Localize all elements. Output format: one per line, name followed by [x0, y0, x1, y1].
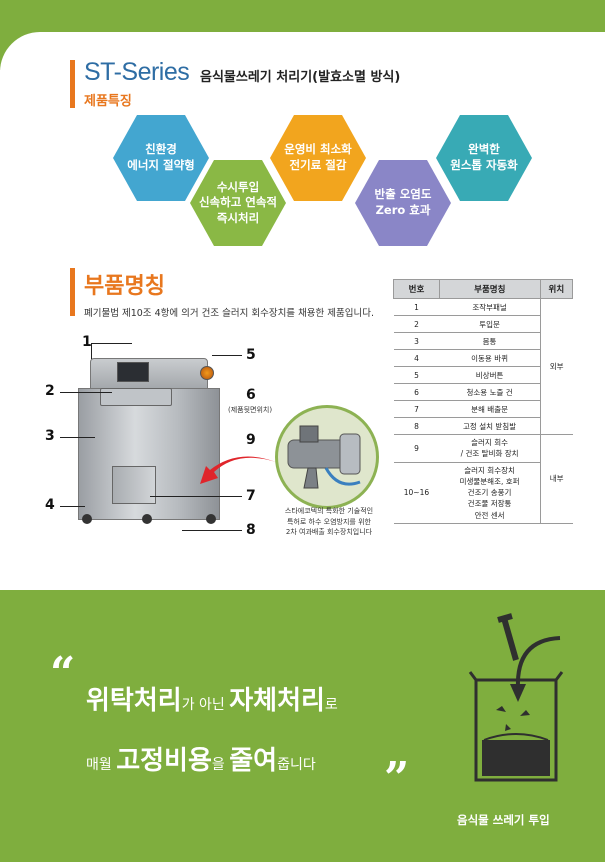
slogan-word: 줄여: [229, 746, 278, 776]
feature-text: 완벽한 원스톱 자동화: [450, 142, 518, 172]
series-title: ST-Series: [84, 58, 190, 86]
row-name: 슬러지 회수장치 미생물분해조, 호퍼 건조기 송풍기 건조물 저장통 안전 센…: [439, 461, 541, 524]
control-panel: [117, 362, 149, 382]
callout-3: 3: [45, 428, 55, 444]
slogan-word: 자체처리: [229, 686, 325, 716]
header-name: 부품명칭: [438, 279, 541, 299]
row-location: 내부: [539, 434, 573, 524]
waste-bin-illustration-icon: [468, 613, 564, 782]
leader-line: [60, 392, 112, 393]
row-num: 7: [393, 400, 440, 418]
parts-description: 폐기물법 제10조 4항에 의거 건조 슬러지 회수장치를 채용한 제품입니다.: [84, 308, 375, 319]
callout-1: 1: [82, 334, 92, 350]
leader-line: [182, 530, 242, 531]
row-num: 6: [393, 383, 440, 401]
leader-line: [150, 496, 242, 497]
circle-caption-text: 스타에코텍의 특화한 기술적인 특허로 하수 오염방지를 위한 2차 여과배출 …: [284, 507, 374, 536]
row-name: 청소용 노즐 건: [439, 383, 541, 401]
row-num: 8: [393, 417, 440, 435]
callout-6: 6: [246, 387, 256, 403]
row-num: 9: [393, 434, 440, 463]
row-num: 3: [393, 332, 440, 350]
header-accent-bar: [70, 60, 75, 108]
sludge-device-detail: [275, 405, 379, 509]
slogan-word: 가 아닌: [181, 697, 230, 713]
slogan-word: 줍니다: [277, 757, 316, 773]
leader-line: [91, 343, 92, 359]
row-num: 1: [393, 298, 440, 316]
illustration-caption: 음식물 쓰레기 투입: [457, 813, 550, 827]
discharge-door: [112, 466, 156, 504]
leader-line: [60, 437, 95, 438]
slogan-word: 위탁처리: [86, 686, 182, 716]
slogan-word: 로: [324, 697, 338, 713]
callout-7: 7: [246, 488, 256, 504]
quote-close-icon: ”: [384, 753, 410, 804]
callout-9: 9: [246, 432, 256, 448]
feature-text: 수시투입 신속하고 연속적 즉시처리: [198, 179, 278, 225]
wheel-icon: [82, 514, 92, 524]
feature-text: 반출 오염도 Zero 효과: [374, 187, 432, 217]
wheel-icon: [206, 514, 216, 524]
callout-5: 5: [246, 347, 256, 363]
callout-4: 4: [45, 497, 55, 513]
bottom-green-panel: [0, 590, 605, 862]
header-num: 번호: [393, 279, 440, 299]
row-num: 2: [393, 315, 440, 333]
leader-line: [60, 506, 85, 507]
circle-caption: 스타에코텍의 특화한 기술적인 특허로 하수 오염방지를 위한 2차 여과배출 …: [274, 506, 384, 538]
input-door: [100, 388, 172, 406]
leader-line: [92, 343, 132, 344]
row-name: 투입문: [439, 315, 541, 333]
wheel-icon: [142, 514, 152, 524]
red-arrow-icon: [200, 456, 276, 484]
feature-text: 친환경 에너지 절약형: [127, 142, 195, 172]
row-name: 분해 배출문: [439, 400, 541, 418]
quote-open-icon: “: [50, 648, 76, 699]
callout-8: 8: [246, 522, 256, 538]
leader-line: [212, 355, 242, 356]
callout-6-note: (제품뒷면위치): [228, 406, 273, 414]
row-name: 비상버튼: [439, 366, 541, 384]
parts-accent-bar: [70, 268, 75, 316]
emergency-button: [200, 366, 214, 380]
row-name: 몸통: [439, 332, 541, 350]
row-num: 10~16: [393, 461, 440, 524]
series-subtitle: 음식물쓰레기 처리기(발효소멸 방식): [200, 70, 401, 85]
slogan-word: 을: [211, 757, 230, 773]
slogan-line-1: 위탁처리가 아닌 자체처리로: [86, 680, 338, 717]
row-name: 이동용 바퀴: [439, 349, 541, 367]
row-name: 고정 설치 받침발: [439, 417, 541, 435]
row-name: 조작부패널: [439, 298, 541, 316]
parts-title: 부품명칭: [84, 274, 165, 299]
row-name: 슬러지 회수 / 건조 탈비화 장치: [439, 434, 541, 463]
slogan-word: 매월: [86, 757, 117, 773]
row-num: 5: [393, 366, 440, 384]
row-num: 4: [393, 349, 440, 367]
header-location: 위치: [539, 279, 574, 299]
callout-2: 2: [45, 383, 55, 399]
table-header-row: 번호 부품명칭 위치: [393, 279, 574, 299]
slogan-line-2: 매월 고정비용을 줄여줍니다: [86, 740, 316, 777]
feature-text: 운영비 최소화 전기료 절감: [284, 142, 352, 172]
features-label: 제품특징: [84, 94, 132, 109]
sludge-device-icon: [287, 425, 361, 489]
slogan-word: 고정비용: [116, 746, 212, 776]
row-location: 외부: [539, 298, 573, 435]
